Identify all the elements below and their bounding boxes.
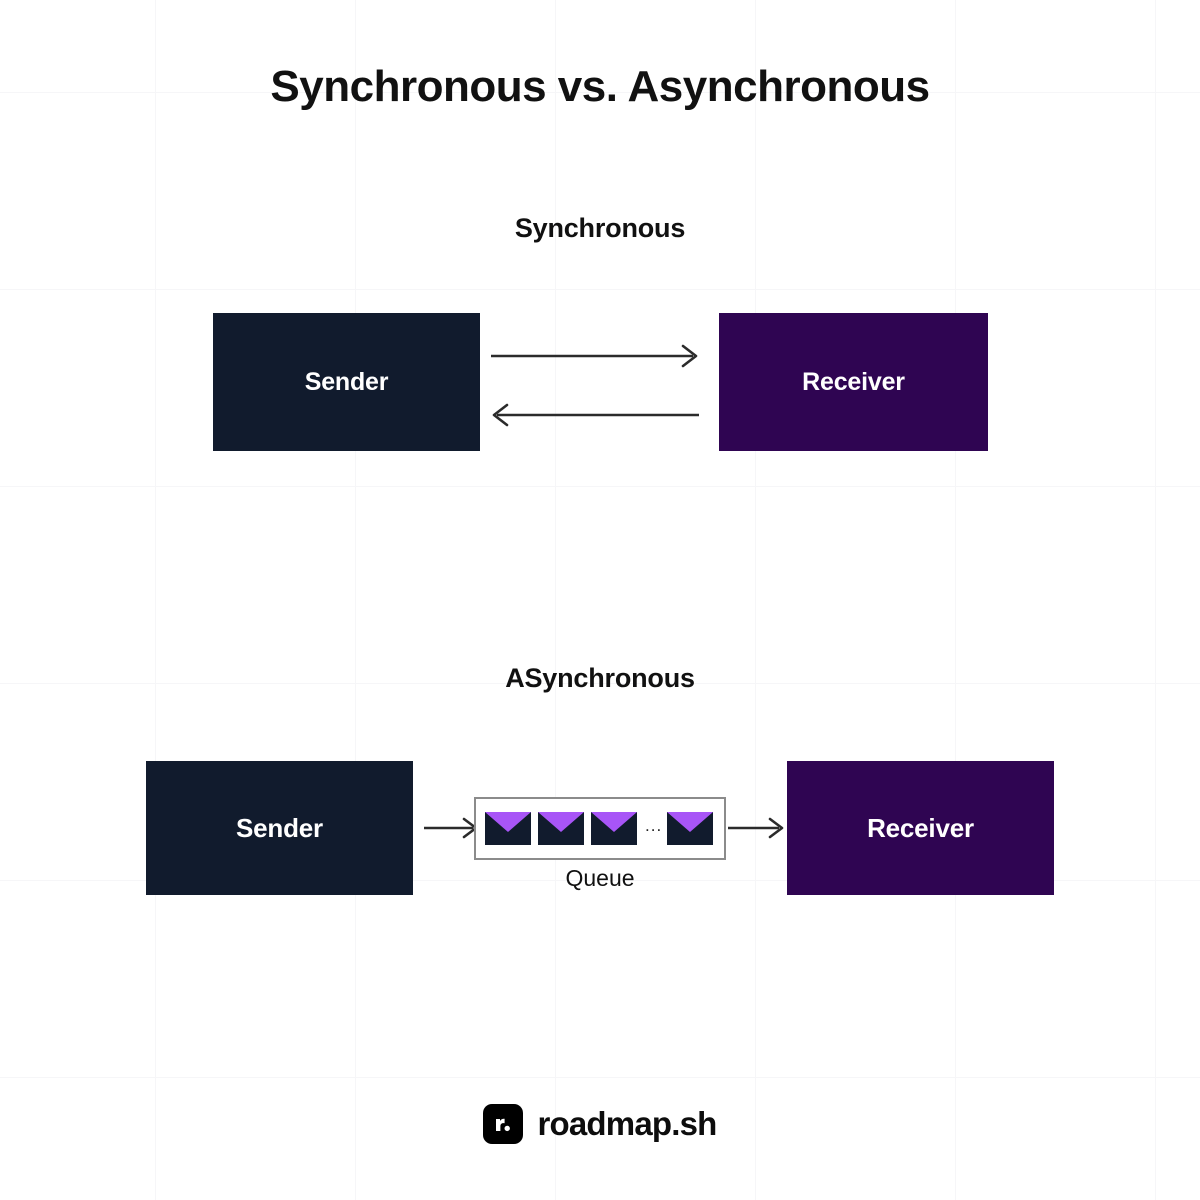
footer-branding: roadmap.sh [0, 1104, 1200, 1144]
message-queue-box: ... [474, 797, 726, 860]
sync-receiver-label: Receiver [802, 367, 905, 396]
sync-receiver-box: Receiver [719, 313, 988, 451]
section-title-synchronous: Synchronous [514, 213, 686, 243]
queue-label: Queue [565, 865, 635, 891]
async-receiver-box: Receiver [787, 761, 1054, 895]
roadmap-wordmark: roadmap.sh [537, 1105, 717, 1142]
async-enqueue-arrow-icon [424, 817, 478, 839]
async-dequeue-arrow-icon [728, 817, 784, 839]
roadmap-logo-glyph [496, 1118, 511, 1132]
section-title-asynchronous: ASynchronous [505, 663, 695, 693]
sync-sender-label: Sender [304, 367, 389, 396]
page-title: Synchronous vs. Asynchronous [270, 62, 930, 111]
sync-response-arrow-icon [492, 403, 699, 427]
queue-ellipsis: ... [645, 815, 663, 835]
envelope-icon [538, 812, 584, 845]
async-receiver-label: Receiver [867, 812, 974, 843]
sync-request-arrow-icon [491, 344, 698, 368]
envelope-icon [485, 812, 531, 845]
envelope-icon [591, 812, 637, 845]
async-sender-label: Sender [236, 812, 323, 843]
sync-sender-box: Sender [213, 313, 480, 451]
async-sender-box: Sender [146, 761, 413, 895]
envelope-icon [667, 812, 714, 845]
roadmap-logo-icon [483, 1104, 524, 1144]
